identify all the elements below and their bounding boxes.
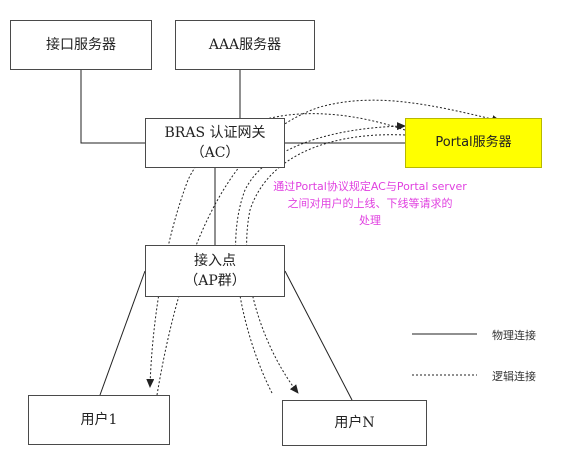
- aaa-server-node: AAA服务器: [175, 20, 315, 70]
- access-point-label: 接入点: [194, 253, 236, 269]
- user1-label: 用户1: [80, 412, 118, 428]
- legend-physical-label: 物理连接: [492, 329, 536, 342]
- access-point-node: 接入点 （AP群）: [145, 245, 285, 297]
- annotation-line-1: 通过Portal协议规定AC与Portal server: [273, 180, 467, 193]
- bras-gateway-node: BRAS 认证网关 （AC）: [145, 118, 285, 168]
- annotation-line-2: 之间对用户的上线、下线等请求的: [287, 197, 453, 210]
- logical-portal-user1: [146, 113, 406, 388]
- aaa-server-label: AAA服务器: [208, 37, 282, 53]
- link-interface-bras: [80, 70, 145, 144]
- link-ap-usern: [284, 270, 353, 401]
- bras-gateway-sublabel: （AC）: [190, 145, 240, 161]
- bras-gateway-label: BRAS 认证网关: [164, 125, 266, 141]
- interface-server-label: 接口服务器: [46, 37, 116, 53]
- portal-server-node: Portal服务器: [405, 118, 542, 168]
- link-ap-user1: [99, 270, 146, 396]
- access-point-sublabel: （AP群）: [184, 273, 246, 289]
- annotation-line-3: 处理: [359, 214, 381, 227]
- usern-node: 用户N: [282, 400, 427, 446]
- legend-logical-label: 逻辑连接: [492, 370, 536, 383]
- portal-protocol-annotation: 通过Portal协议规定AC与Portal server 之间对用户的上线、下线…: [240, 178, 500, 229]
- portal-server-label: Portal服务器: [435, 135, 512, 150]
- logical-usern-portal: [235, 122, 406, 394]
- usern-label: 用户N: [334, 415, 375, 431]
- interface-server-node: 接口服务器: [10, 20, 152, 70]
- user1-node: 用户1: [28, 395, 170, 445]
- logical-portal-usern: [246, 134, 406, 394]
